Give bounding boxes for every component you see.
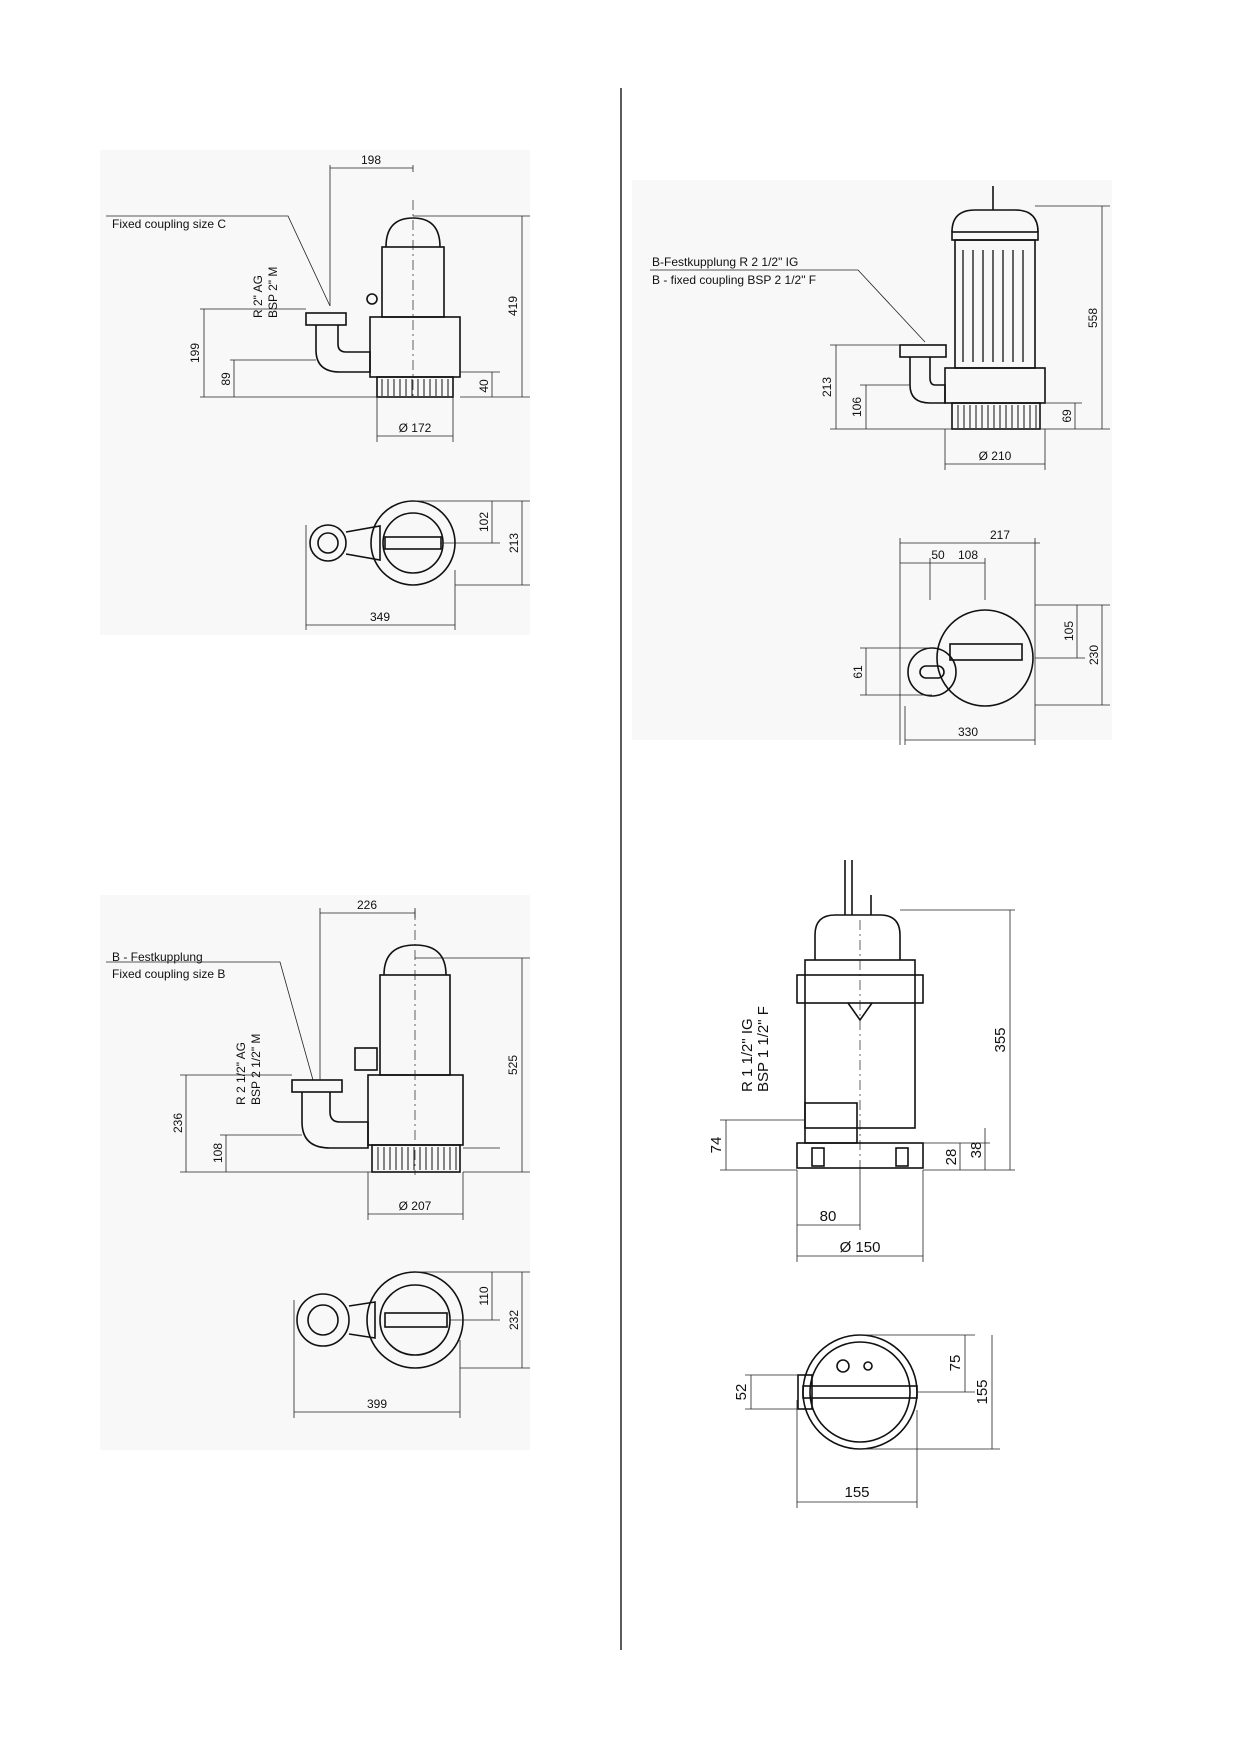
dim-558: 558 [1086, 308, 1100, 328]
thread-label-1: R 2" AG [251, 275, 265, 318]
drawing-bottom-right: 355 74 28 38 80 Ø 150 75 155 52 155 R 1 … [708, 860, 1015, 1508]
dim-d150: Ø 150 [840, 1239, 881, 1256]
dim-50: 50 [931, 548, 945, 562]
dim-d172: Ø 172 [399, 421, 432, 435]
dim-217: 217 [990, 528, 1010, 542]
coupling-label-en: B - fixed coupling BSP 2 1/2" F [652, 273, 816, 287]
dim-106: 106 [850, 397, 864, 417]
dim-74: 74 [708, 1137, 725, 1154]
drawing-top-left: 198 419 199 89 40 Ø 172 349 102 213 Fixe… [100, 150, 530, 635]
dim-399: 399 [367, 1397, 387, 1411]
dim-80: 80 [820, 1208, 837, 1225]
dim-61: 61 [851, 665, 865, 679]
dim-155-w: 155 [844, 1484, 869, 1501]
dim-213: 213 [507, 533, 521, 553]
dim-108: 108 [958, 548, 978, 562]
dim-105: 105 [1062, 621, 1076, 641]
dim-226: 226 [357, 898, 377, 912]
dim-232: 232 [507, 1310, 521, 1330]
dim-236: 236 [171, 1113, 185, 1133]
dim-40: 40 [477, 379, 491, 393]
dim-102: 102 [477, 512, 491, 532]
dim-38: 38 [968, 1142, 985, 1159]
coupling-label-en: Fixed coupling size B [112, 967, 225, 981]
dim-230: 230 [1087, 645, 1101, 665]
dim-349: 349 [370, 610, 390, 624]
thread-label-2: BSP 1 1/2" F [755, 1006, 772, 1092]
dim-69: 69 [1060, 409, 1074, 423]
drawing-bottom-left: 226 525 236 108 Ø 207 399 110 232 B - Fe… [100, 895, 530, 1450]
dim-330: 330 [958, 725, 978, 739]
dim-52: 52 [733, 1384, 750, 1401]
thread-label-1: R 1 1/2" IG [739, 1018, 756, 1092]
dim-155-h: 155 [974, 1379, 991, 1404]
dim-89: 89 [219, 372, 233, 386]
dim-199: 199 [188, 343, 202, 363]
thread-label-2: BSP 2 1/2" M [249, 1034, 263, 1105]
dim-419: 419 [506, 296, 520, 316]
drawing-top-right: 558 213 106 69 Ø 210 217 50 108 105 230 … [632, 180, 1112, 745]
thread-label-2: BSP 2" M [266, 267, 280, 318]
coupling-label-de: B-Festkupplung R 2 1/2" IG [652, 255, 798, 269]
dim-355: 355 [992, 1027, 1009, 1052]
coupling-label: Fixed coupling size C [112, 217, 226, 231]
dim-d210: Ø 210 [979, 449, 1012, 463]
dim-198: 198 [361, 153, 381, 167]
dim-525: 525 [506, 1055, 520, 1075]
dim-108-b: 108 [211, 1143, 225, 1163]
dim-28: 28 [943, 1149, 960, 1166]
dim-d207: Ø 207 [399, 1199, 432, 1213]
dim-75: 75 [947, 1355, 964, 1372]
thread-label-1: R 2 1/2" AG [234, 1042, 248, 1105]
dim-110: 110 [477, 1286, 491, 1305]
coupling-label-de: B - Festkupplung [112, 950, 203, 964]
dim-213-b: 213 [820, 377, 834, 397]
